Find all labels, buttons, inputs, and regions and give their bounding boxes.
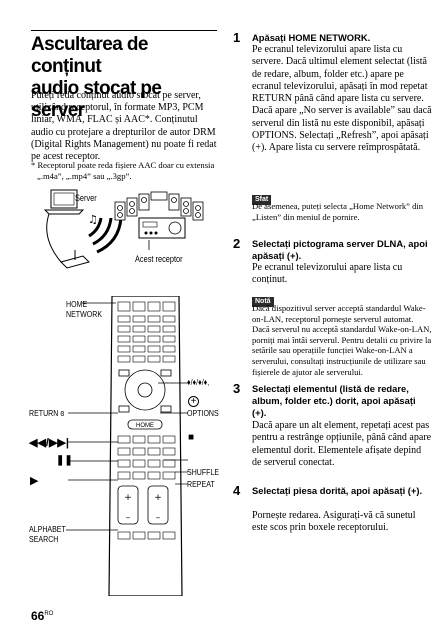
home-network-label: HOME NETWORK — [66, 299, 103, 319]
repeat-label: REPEAT — [187, 479, 215, 489]
wifi-icon — [88, 217, 123, 254]
options-label: OPTIONS — [187, 408, 219, 418]
alphabet-search-label: ALPHABET SEARCH — [29, 524, 66, 544]
step-4-number: 4 — [233, 483, 241, 498]
step-3-heading: Selectați elementul (listă de redare, al… — [252, 383, 416, 418]
remote-control-art: HOME + – + – — [108, 295, 183, 597]
title-line-1: Ascultarea de conținut — [31, 34, 148, 77]
step-3-body: Dacă apare un alt element, repetați aces… — [252, 420, 432, 468]
pause-icon: ❚❚ — [56, 455, 73, 466]
svg-text:+: + — [154, 493, 162, 503]
step-4-heading: Selectați piesa dorită, apoi apăsați (+)… — [252, 485, 423, 496]
server-label: Server — [75, 193, 97, 203]
arrows-label: ♦/♦/♦/♦, — [187, 377, 210, 387]
step-2-body: Pe ecranul televizorului apare lista cu … — [252, 262, 403, 286]
network-diagram-art: ♫ — [43, 189, 204, 269]
step-2-number: 2 — [233, 236, 241, 251]
speaker-icon — [114, 191, 204, 221]
title-rule — [31, 30, 217, 31]
return-label: RETURN ɞ — [29, 408, 65, 418]
router-icon — [60, 250, 90, 269]
music-note-icon: ♫ — [88, 213, 98, 226]
step-1-number: 1 — [233, 30, 241, 45]
svg-text:–: – — [156, 513, 161, 523]
svg-text:–: – — [126, 513, 131, 523]
remote-control: HOME + – + – — [106, 295, 185, 597]
step-3-number: 3 — [233, 381, 241, 396]
page-title: Ascultarea de conținut audio stocat pe s… — [31, 34, 217, 122]
network-diagram: ♫ Server Acest receptor — [31, 188, 221, 293]
dpad-icon — [118, 369, 172, 413]
tip-text: De asemenea, puteți selecta „Home Networ… — [252, 201, 424, 222]
receiver-label: Acest receptor — [135, 254, 183, 264]
home-button-label: HOME — [136, 423, 154, 429]
svg-text:+: + — [124, 493, 132, 503]
step-2-heading: Selectați pictograma server DLNA, apoi a… — [252, 238, 428, 261]
step-1-body: Pe ecranul televizorului apare lista cu … — [252, 44, 432, 154]
step-1-heading: Apăsați HOME NETWORK. — [252, 32, 371, 43]
step-4-body: Pornește redarea. Asigurați-vă că sunetu… — [252, 510, 416, 534]
enter-icon: + — [188, 390, 199, 408]
play-icon: ▶ — [30, 475, 39, 487]
title-line-2: audio stocat pe server — [31, 78, 162, 121]
note-tag: Notă — [252, 290, 274, 308]
tip-tag: Sfat — [252, 188, 272, 206]
stop-icon: ■ — [188, 432, 195, 443]
page-number: 66RO — [31, 609, 54, 623]
shuffle-label: SHUFFLE — [187, 467, 220, 477]
prev-next-icon: ◀◀/▶▶| — [29, 437, 69, 449]
intro-paragraph: Puteți reda conținut audio stocat pe ser… — [31, 90, 217, 163]
receiver-icon — [138, 217, 186, 239]
aac-footnote: * Receptorul poate reda fișiere AAC doar… — [31, 160, 215, 181]
note-text: Dacă dispozitivul server acceptă standar… — [252, 303, 432, 377]
laptop-icon — [43, 189, 85, 215]
